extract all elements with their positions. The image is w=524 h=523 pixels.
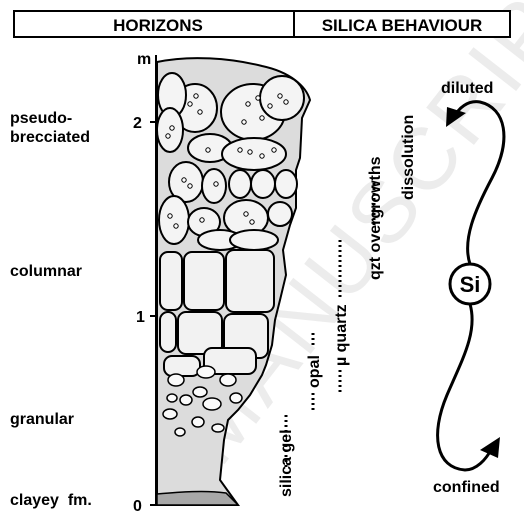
horizon-pseudo-line2: brecciated	[10, 129, 90, 146]
grain-dot	[284, 100, 288, 104]
header-silica-title: SILICA BEHAVIOUR	[322, 16, 483, 35]
grain-dot	[244, 212, 248, 216]
scale-label-0: 0	[133, 498, 142, 515]
scale-unit: m	[137, 51, 151, 68]
cycle-label-confined: confined	[433, 479, 500, 496]
grain-dot	[272, 148, 276, 152]
scale-label-2: 2	[133, 115, 142, 132]
grain-dot	[248, 150, 252, 154]
grain-dot	[214, 182, 218, 186]
depth-scale: m 2 1 0	[133, 51, 156, 515]
grain-dot	[278, 94, 282, 98]
grain-dot	[188, 102, 192, 106]
grain-dot	[246, 102, 250, 106]
grain-dot	[238, 148, 242, 152]
phase-opal: opal	[306, 355, 323, 388]
grain-dot	[206, 148, 210, 152]
horizon-labels: pseudo- brecciated columnar granular cla…	[10, 110, 92, 509]
granule	[175, 428, 185, 436]
header: HORIZONS SILICA BEHAVIOUR	[14, 11, 510, 37]
grain-dot	[168, 214, 172, 218]
granule	[197, 366, 215, 378]
rounded-clast	[202, 169, 226, 203]
granule	[220, 374, 236, 386]
grain-dot	[188, 184, 192, 188]
phase-micro-quartz: µ quartz	[333, 304, 350, 366]
grain-dot	[174, 224, 178, 228]
granule	[203, 398, 221, 410]
grain-dot	[260, 116, 264, 120]
rounded-clast	[275, 170, 297, 198]
si-label: Si	[460, 272, 481, 297]
grain-dot	[260, 154, 264, 158]
grain-dot	[194, 94, 198, 98]
columnar-block	[160, 312, 176, 352]
granule	[230, 393, 242, 403]
granule	[180, 395, 192, 405]
granule	[192, 417, 204, 427]
rounded-clast	[268, 202, 292, 226]
grain-dot	[268, 104, 272, 108]
columnar-block	[160, 252, 182, 310]
grain-dot	[182, 178, 186, 182]
grain-dot	[256, 96, 260, 100]
granule	[212, 424, 224, 432]
header-horizons-title: HORIZONS	[113, 16, 203, 35]
phase-dissolution: dissolution	[400, 115, 417, 200]
scale-label-1: 1	[136, 309, 145, 326]
rounded-clast	[251, 170, 275, 198]
rounded-clast	[222, 138, 286, 170]
granule	[163, 409, 177, 419]
columnar-block	[226, 250, 274, 312]
cycle-label-diluted: diluted	[441, 80, 493, 97]
grain-dot	[250, 220, 254, 224]
columnar-block	[164, 356, 200, 376]
columnar-block	[184, 252, 224, 310]
horizon-pseudo-line1: pseudo-	[10, 110, 72, 127]
granule	[167, 394, 177, 402]
grain-dot	[200, 218, 204, 222]
grain-dot	[170, 126, 174, 130]
granule	[193, 387, 207, 397]
rounded-clast	[157, 108, 183, 152]
horizon-granular: granular	[10, 411, 74, 428]
grain-dot	[166, 134, 170, 138]
phase-silica-gel: silica gel	[278, 429, 295, 497]
granule	[168, 374, 184, 386]
rounded-clast	[230, 230, 278, 250]
grain-dot	[242, 120, 246, 124]
rounded-clast	[260, 76, 304, 120]
rounded-clast	[159, 196, 189, 244]
clay-layer	[157, 491, 238, 505]
horizon-clayey: clayey fm.	[10, 492, 92, 509]
cycle-lower-curve	[438, 304, 492, 470]
grain-dot	[198, 110, 202, 114]
lower-arrowhead	[480, 437, 500, 458]
rounded-clast	[229, 170, 251, 198]
horizon-columnar: columnar	[10, 263, 82, 280]
